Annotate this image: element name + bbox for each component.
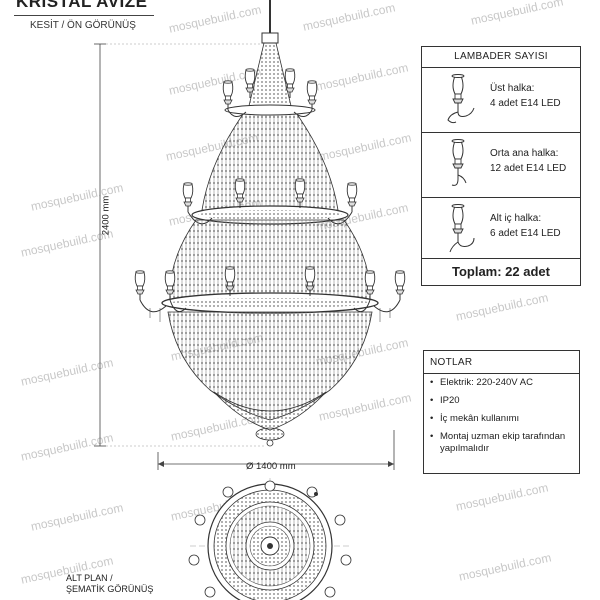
lamp-row-label: Orta ana halka: <box>490 148 559 159</box>
lamp-row-value: 4 adet E14 LED <box>490 98 561 109</box>
candle-lamp-icon <box>447 74 475 124</box>
notes-title: NOTLAR <box>430 357 473 368</box>
lamp-row-label: Üst halka: <box>490 83 535 94</box>
lamp-count-panel: LAMBADER SAYISI Üst halka: 4 adet E14 LE… <box>421 46 581 286</box>
note-item: Montaj uzman ekip tarafından yapılmalıdı… <box>430 431 578 455</box>
lamp-row-middle: Orta ana halka: 12 adet E14 LED <box>422 133 580 198</box>
lamp-row-value: 6 adet E14 LED <box>490 228 561 239</box>
lamp-count-title: LAMBADER SAYISI <box>422 47 580 68</box>
diameter-dimension-label: Ø 1400 mm <box>246 461 296 472</box>
plan-view-label-line2: ŞEMATİK GÖRÜNÜŞ <box>66 584 154 594</box>
bottom-plan-view <box>188 478 352 600</box>
lamp-row-bottom: Alt iç halka: 6 adet E14 LED <box>422 198 580 259</box>
title-underline <box>14 15 154 16</box>
lamp-total: Toplam: 22 adet <box>451 264 550 279</box>
notes-list: Elektrik: 220-240V AC IP20 İç mekân kull… <box>430 377 578 461</box>
notes-panel: NOTLAR Elektrik: 220-240V AC IP20 İç mek… <box>423 350 580 474</box>
lamp-row-value: 12 adet E14 LED <box>490 163 567 174</box>
height-dimension-label: 2400 mm <box>100 195 112 236</box>
candle-lamp-icon <box>449 204 475 253</box>
note-item: IP20 <box>430 395 578 407</box>
plan-view-label-line1: ALT PLAN / <box>66 573 113 583</box>
note-item: Elektrik: 220-240V AC <box>430 377 578 389</box>
notes-divider <box>424 373 579 374</box>
plan-view-label: ALT PLAN / ŞEMATİK GÖRÜNÜŞ <box>66 573 153 595</box>
candle-lamp-icon <box>451 139 467 186</box>
lamp-row-top: Üst halka: 4 adet E14 LED <box>422 68 580 133</box>
drawing-title: KRISTAL AVİZE <box>16 0 148 11</box>
drawing-subtitle: KESİT / ÖN GÖRÜNÜŞ <box>30 20 136 31</box>
note-item: İç mekân kullanımı <box>430 413 578 425</box>
lamp-row-label: Alt iç halka: <box>490 213 542 224</box>
